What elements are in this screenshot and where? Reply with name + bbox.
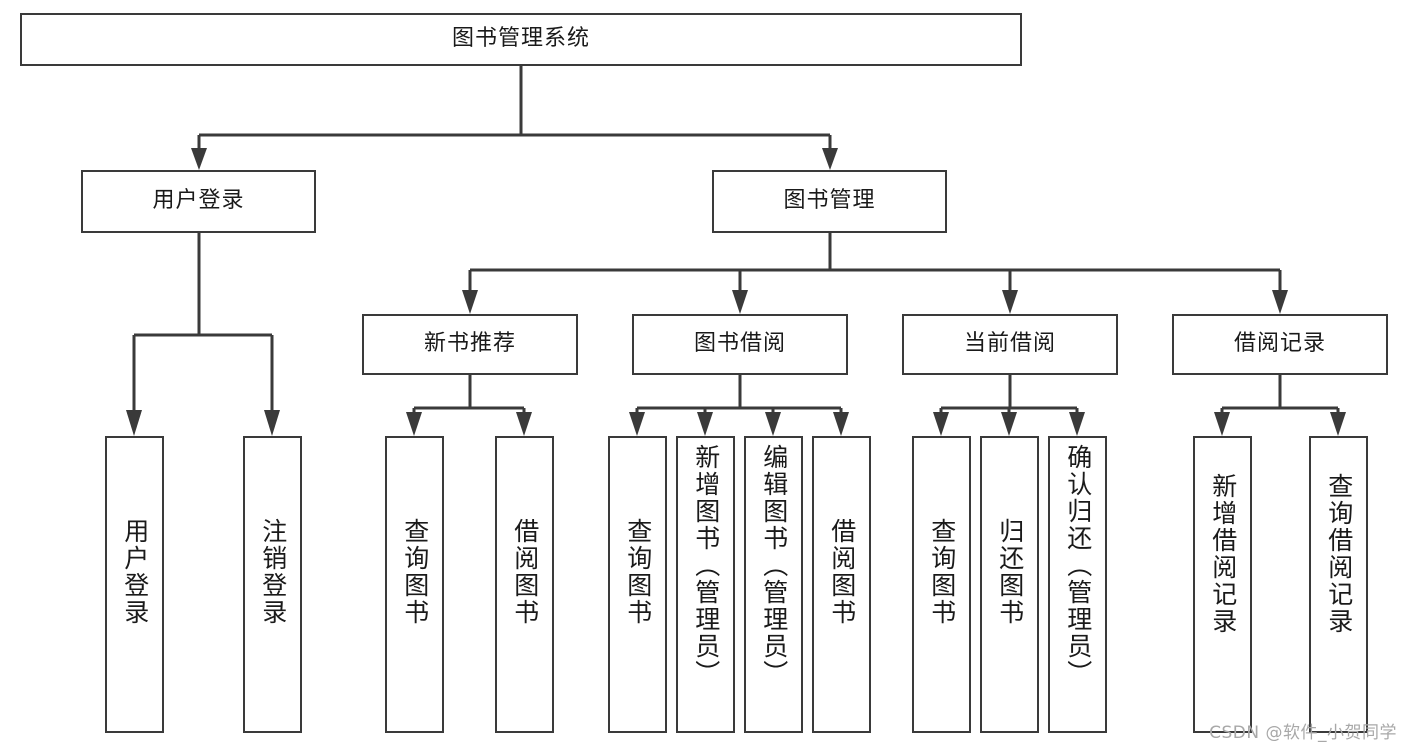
node-leaf-add-record[interactable]: 新增借阅记录 — [1193, 436, 1252, 733]
node-book-borrow-label: 图书借阅 — [693, 331, 786, 357]
node-leaf-query-book-2-label: 查询图书 — [623, 518, 653, 626]
node-leaf-borrow-book-2[interactable]: 借阅图书 — [812, 436, 871, 733]
node-borrow-record[interactable]: 借阅记录 — [1172, 314, 1388, 375]
arrow-book-borrow — [732, 290, 748, 314]
node-leaf-borrow-book-2-label: 借阅图书 — [827, 518, 857, 626]
node-leaf-borrow-book-1-label: 借阅图书 — [510, 518, 540, 626]
node-leaf-query-book-2[interactable]: 查询图书 — [608, 436, 667, 733]
arrow-leaf-query-book-1 — [406, 412, 422, 436]
arrow-leaf-borrow-book-1 — [516, 412, 532, 436]
node-leaf-add-record-label: 新增借阅记录 — [1208, 473, 1238, 635]
arrow-leaf-borrow-book-2 — [833, 412, 849, 436]
arrow-leaf-add-record — [1214, 412, 1230, 436]
node-leaf-user-login[interactable]: 用户登录 — [105, 436, 164, 733]
arrow-leaf-return-book — [1001, 412, 1017, 436]
node-leaf-query-book-3-label: 查询图书 — [927, 518, 957, 626]
arrow-user-login — [191, 148, 207, 170]
node-leaf-query-record-label: 查询借阅记录 — [1324, 473, 1354, 635]
arrow-leaf-user-login — [126, 410, 142, 436]
node-borrow-record-label: 借阅记录 — [1233, 331, 1326, 357]
arrow-leaf-query-record — [1330, 412, 1346, 436]
node-user-login[interactable]: 用户登录 — [81, 170, 316, 233]
node-current-borrow-label: 当前借阅 — [963, 331, 1056, 357]
node-leaf-query-book-1-label: 查询图书 — [400, 518, 430, 626]
arrow-leaf-query-book-3 — [933, 412, 949, 436]
watermark: CSDN @软件_小贺同学 — [1209, 723, 1397, 743]
node-book-manage-label: 图书管理 — [783, 188, 876, 214]
node-new-book-rec-label: 新书推荐 — [423, 331, 516, 357]
arrow-leaf-edit-book — [765, 412, 781, 436]
node-leaf-add-book[interactable]: 新增图书（管理员） — [676, 436, 735, 733]
node-leaf-confirm-return[interactable]: 确认归还（管理员） — [1048, 436, 1107, 733]
arrow-leaf-query-book-2 — [629, 412, 645, 436]
node-book-borrow[interactable]: 图书借阅 — [632, 314, 848, 375]
node-leaf-logout[interactable]: 注销登录 — [243, 436, 302, 733]
node-leaf-return-book[interactable]: 归还图书 — [980, 436, 1039, 733]
node-leaf-edit-book[interactable]: 编辑图书（管理员） — [744, 436, 803, 733]
node-current-borrow[interactable]: 当前借阅 — [902, 314, 1118, 375]
node-leaf-borrow-book-1[interactable]: 借阅图书 — [495, 436, 554, 733]
node-leaf-query-book-1[interactable]: 查询图书 — [385, 436, 444, 733]
node-leaf-add-book-label: 新增图书（管理员） — [691, 444, 721, 687]
node-leaf-return-book-label: 归还图书 — [995, 518, 1025, 626]
arrow-leaf-confirm-return — [1069, 412, 1085, 436]
node-leaf-confirm-return-label: 确认归还（管理员） — [1063, 444, 1093, 687]
arrow-new-book-rec — [462, 290, 478, 314]
node-leaf-logout-label: 注销登录 — [258, 518, 288, 626]
node-leaf-query-book-3[interactable]: 查询图书 — [912, 436, 971, 733]
node-leaf-query-record[interactable]: 查询借阅记录 — [1309, 436, 1368, 733]
arrow-borrow-record — [1272, 290, 1288, 314]
arrow-book-manage — [822, 148, 838, 170]
arrow-leaf-add-book — [697, 412, 713, 436]
node-root[interactable]: 图书管理系统 — [20, 13, 1022, 66]
node-root-label: 图书管理系统 — [451, 26, 590, 52]
arrow-current-borrow — [1002, 290, 1018, 314]
node-leaf-edit-book-label: 编辑图书（管理员） — [759, 444, 789, 687]
node-book-manage[interactable]: 图书管理 — [712, 170, 947, 233]
node-new-book-rec[interactable]: 新书推荐 — [362, 314, 578, 375]
node-leaf-user-login-label: 用户登录 — [120, 518, 150, 626]
arrow-leaf-logout — [264, 410, 280, 436]
node-user-login-label: 用户登录 — [152, 188, 245, 214]
